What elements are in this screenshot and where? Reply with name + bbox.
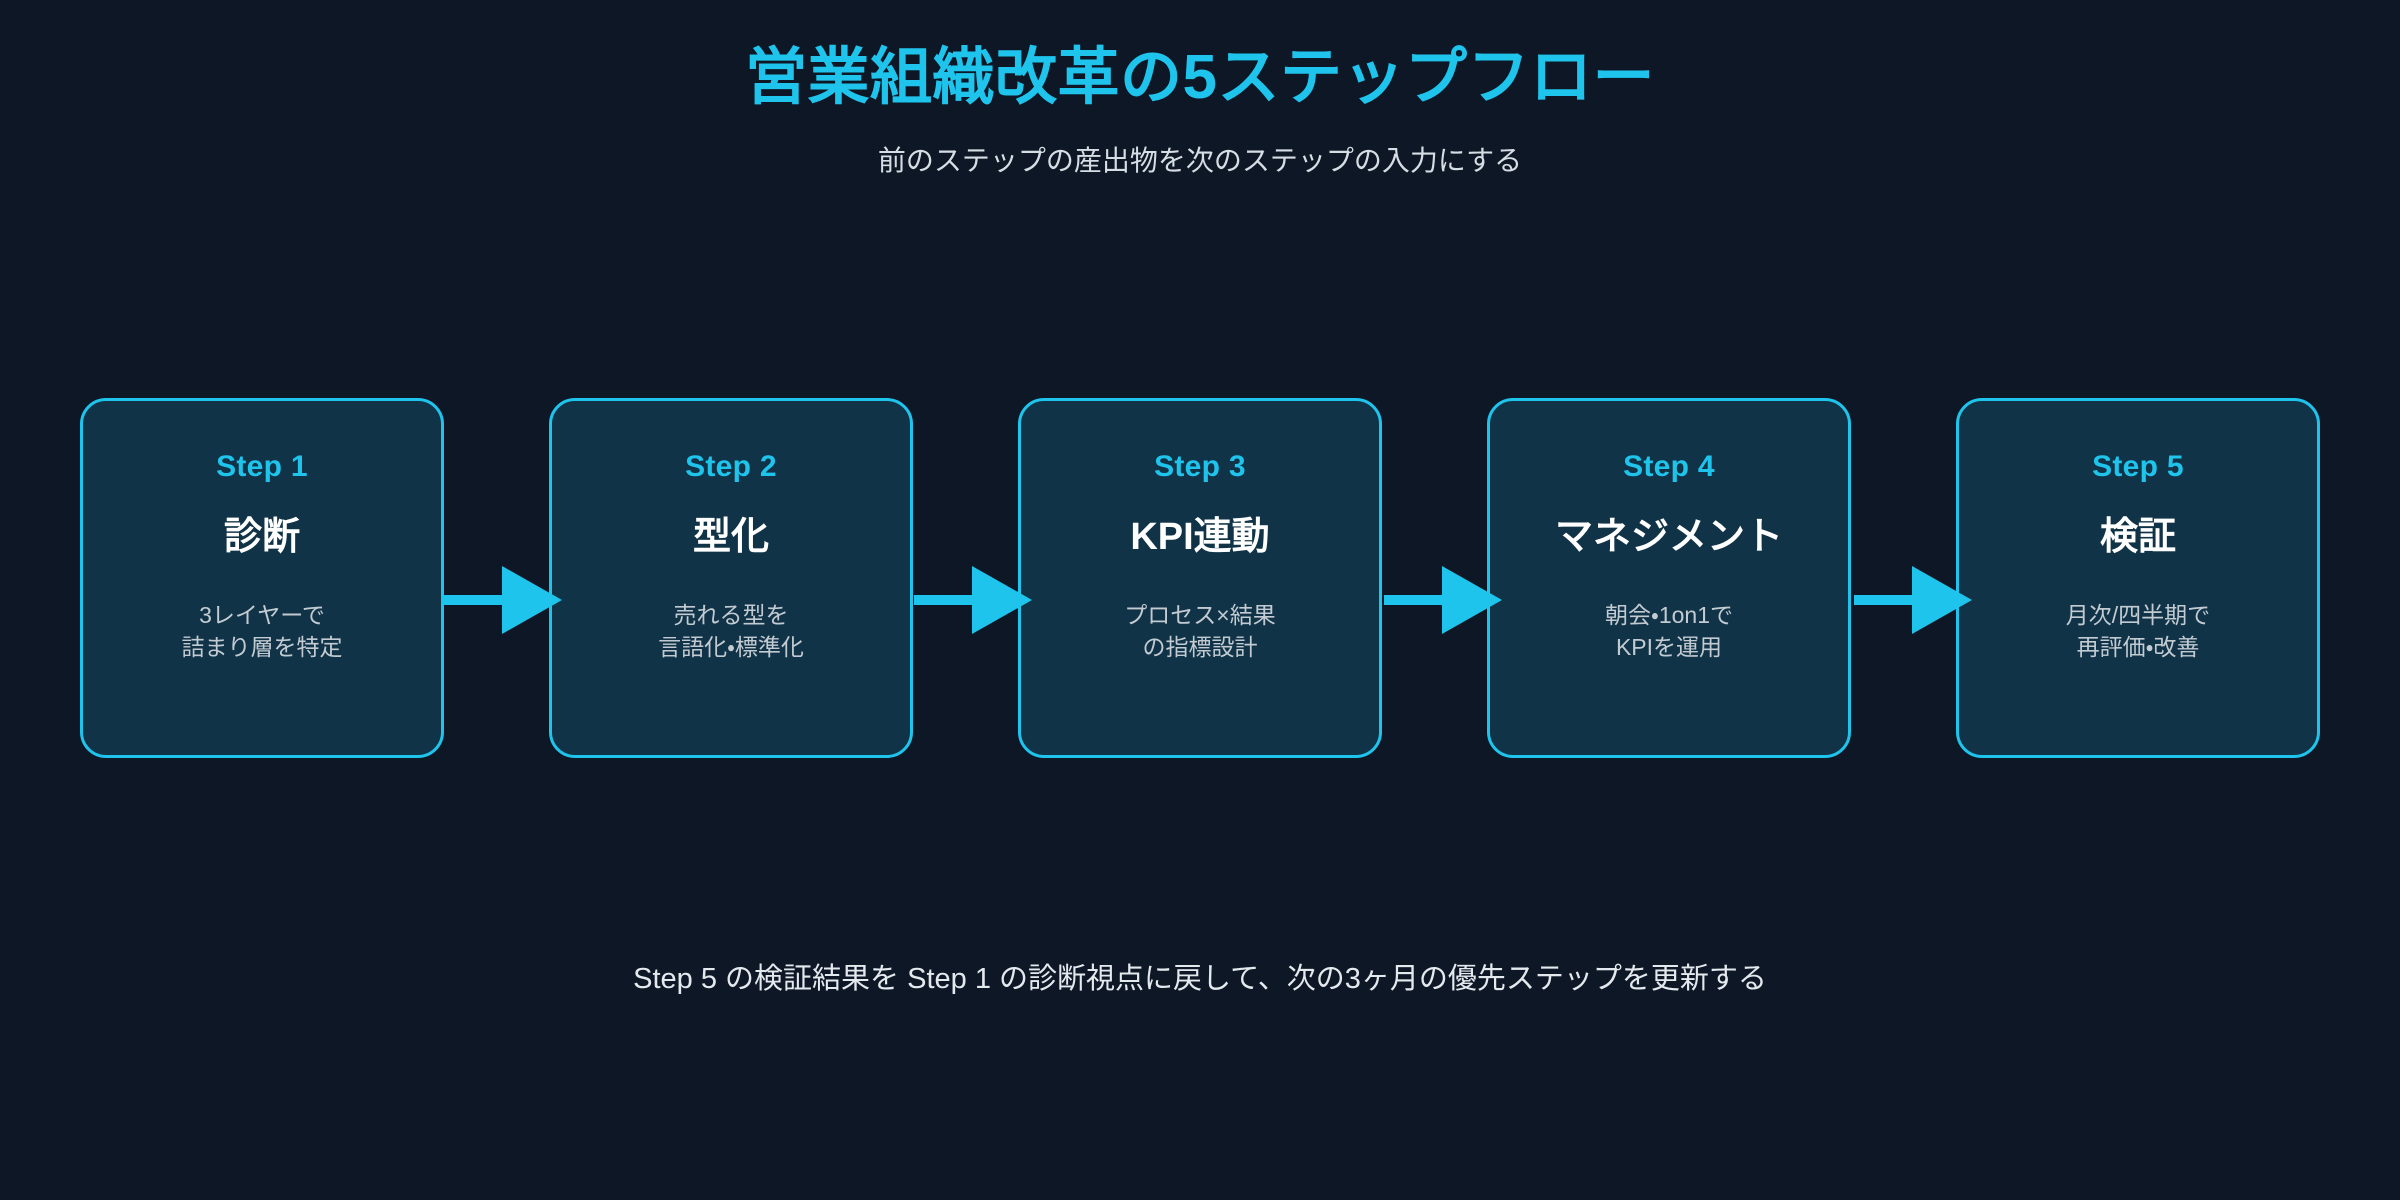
step-description-line-1: プロセス×結果 <box>1124 601 1276 628</box>
step-description-line-2: KPIを運用 <box>1615 634 1723 661</box>
step-description: 売れる型を 言語化・標準化 <box>658 599 804 664</box>
step-title: 診断 <box>223 516 300 558</box>
step-title: KPI連動 <box>1130 516 1270 558</box>
step-description-line-2: の指標設計 <box>1142 634 1258 661</box>
step-description-line-2: 言語化・標準化 <box>658 634 804 661</box>
step-description-line-1: 朝会・1on1で <box>1605 601 1733 628</box>
step-title: 検証 <box>2099 516 2176 558</box>
step-card-5[interactable]: Step 5 検証 月次/四半期で 再評価・改善 <box>1956 398 2320 758</box>
step-card-1[interactable]: Step 1 診断 3レイヤーで 詰まり層を特定 <box>80 398 444 758</box>
step-title: 型化 <box>692 516 769 558</box>
step-flow: Step 1 診断 3レイヤーで 詰まり層を特定 Step 2 型化 売れる型を… <box>80 398 2320 758</box>
step-description-line-2: 再評価・改善 <box>2076 634 2200 661</box>
header: 営業組織改革の5ステップフロー 前のステップの産出物を次のステップの入力にする <box>0 0 2400 180</box>
step-card-2[interactable]: Step 2 型化 売れる型を 言語化・標準化 <box>549 398 913 758</box>
step-label: Step 3 <box>1154 450 1246 483</box>
step-label: Step 4 <box>1623 450 1715 483</box>
step-description-line-1: 月次/四半期で <box>2065 601 2211 628</box>
step-label: Step 5 <box>2092 450 2184 483</box>
footer-note: Step 5 の検証結果を Step 1 の診断視点に戻して、次の3ヶ月の優先ス… <box>633 963 1767 995</box>
step-description: プロセス×結果 の指標設計 <box>1124 599 1275 664</box>
page-subtitle: 前のステップの産出物を次のステップの入力にする <box>877 145 1523 177</box>
step-card-4[interactable]: Step 4 マネジメント 朝会・1on1で KPIを運用 <box>1487 398 1851 758</box>
step-description-line-2: 詰まり層を特定 <box>181 634 343 661</box>
step-description: 3レイヤーで 詰まり層を特定 <box>182 599 343 664</box>
step-label: Step 2 <box>685 450 777 483</box>
step-label: Step 1 <box>216 450 308 483</box>
footer: Step 5 の検証結果を Step 1 の診断視点に戻して、次の3ヶ月の優先ス… <box>0 960 2400 999</box>
step-description: 月次/四半期で 再評価・改善 <box>2066 599 2210 664</box>
page-title: 営業組織改革の5ステップフロー <box>745 43 1655 112</box>
step-description-line-1: 売れる型を <box>673 601 789 628</box>
step-card-3[interactable]: Step 3 KPI連動 プロセス×結果 の指標設計 <box>1018 398 1382 758</box>
step-description-line-1: 3レイヤーで <box>199 601 325 628</box>
step-title: マネジメント <box>1554 516 1783 558</box>
step-description: 朝会・1on1で KPIを運用 <box>1605 599 1733 664</box>
